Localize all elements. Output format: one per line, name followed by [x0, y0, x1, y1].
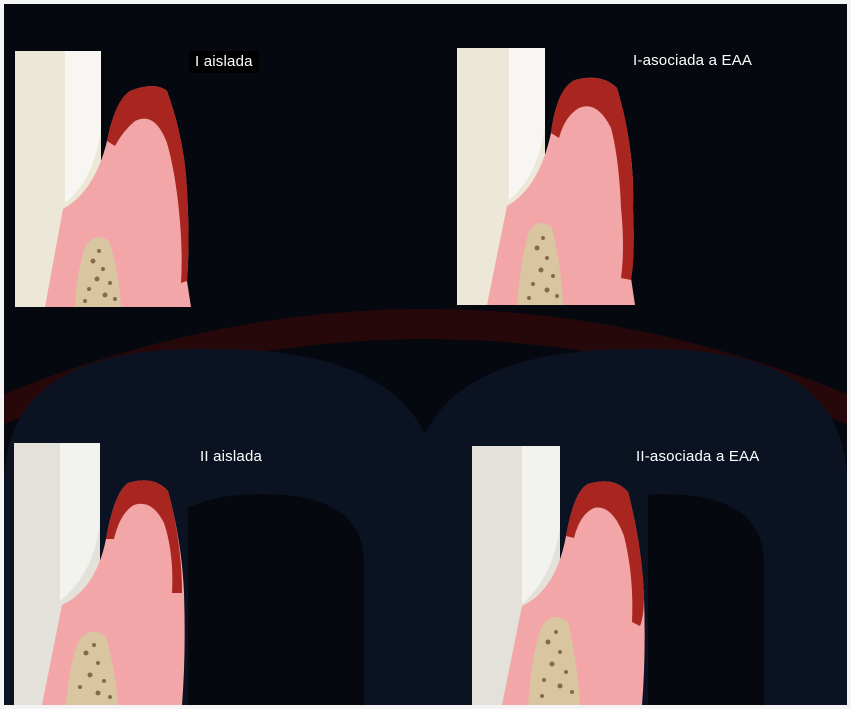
- panel-type-i-associated-eaa: [457, 48, 635, 305]
- gingival-enlargement-illustration: [472, 446, 648, 705]
- panel-4-label: II-asociada a EAA: [636, 448, 759, 465]
- panel-2-label: I-asociada a EAA: [633, 52, 752, 69]
- panel-type-i-isolated: [15, 51, 191, 307]
- diagram-canvas: I aislada I-asociada a EAA: [4, 4, 847, 705]
- panel-type-ii-associated-eaa: [472, 446, 648, 705]
- panel-type-ii-isolated: [14, 443, 188, 705]
- gingival-enlargement-illustration: [14, 443, 188, 705]
- panel-3-label: II aislada: [200, 448, 262, 465]
- gingival-enlargement-illustration: [15, 51, 191, 307]
- gingival-enlargement-illustration: [457, 48, 635, 305]
- panel-1-label: I aislada: [189, 51, 259, 73]
